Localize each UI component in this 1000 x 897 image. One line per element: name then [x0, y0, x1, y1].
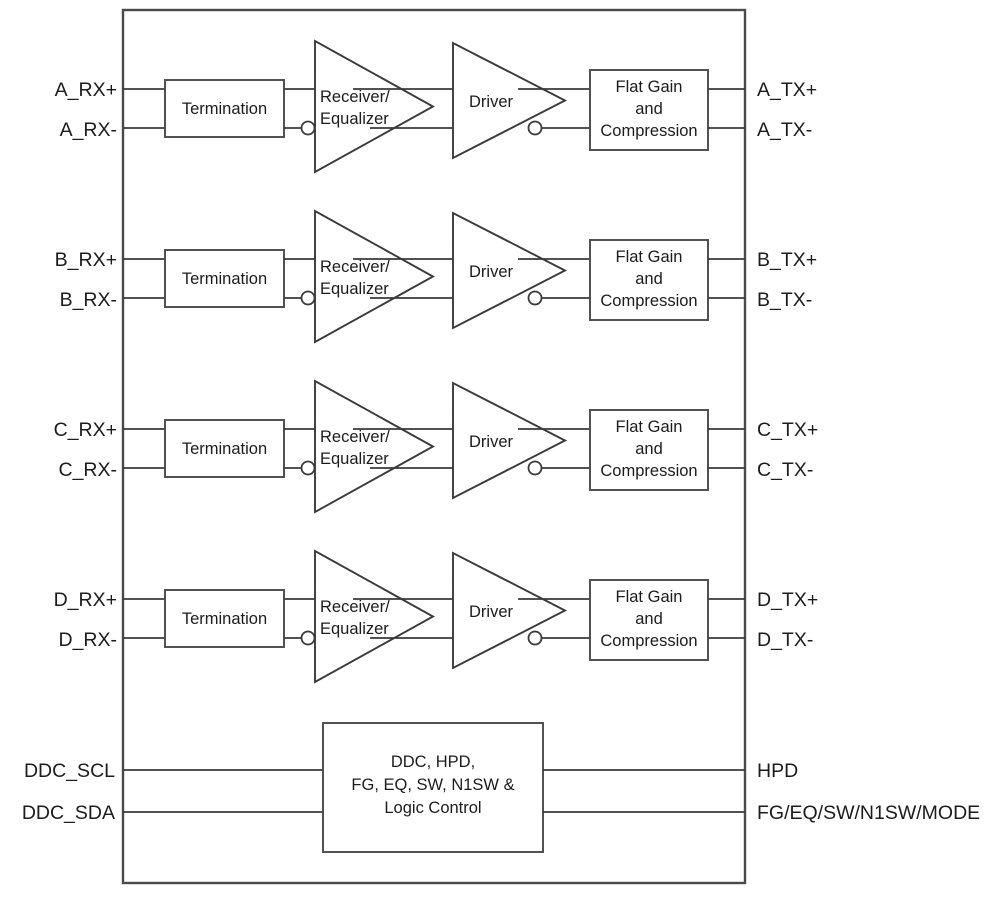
- fgc-label-a-line1: Flat Gain: [616, 78, 683, 96]
- channel-b-group: B_RX+ B_RX- Termination Receiver/ Equali…: [55, 209, 817, 344]
- fgc-label-c-line3: Compression: [600, 462, 697, 480]
- ddc-logic-control-block: [322, 722, 544, 853]
- port-label-c-rx-minus: C_RX-: [58, 459, 117, 481]
- termination-block-c: [164, 419, 285, 478]
- receiver-label-b-line1: Receiver/: [320, 258, 390, 276]
- receiver-label-a-line2: Equalizer: [320, 110, 389, 128]
- port-label-d-rx-minus: D_RX-: [58, 629, 117, 651]
- port-label-c-tx-minus: C_TX-: [757, 459, 813, 481]
- driver-block-c: [452, 381, 568, 500]
- control-label-line1: DDC, HPD,: [391, 753, 475, 771]
- fgc-label-a-line2: and: [635, 100, 663, 118]
- flat-gain-compression-block-b: [589, 239, 709, 321]
- termination-block-b: [164, 249, 285, 308]
- fgc-label-d-line2: and: [635, 610, 663, 628]
- driver-block-d: [452, 551, 568, 670]
- port-label-d-tx-plus: D_TX+: [757, 589, 818, 611]
- fgc-label-b-line1: Flat Gain: [616, 248, 683, 266]
- port-label-c-tx-plus: C_TX+: [757, 419, 818, 441]
- port-label-c-rx-plus: C_RX+: [54, 419, 117, 441]
- port-label-a-tx-minus: A_TX-: [757, 119, 812, 141]
- channel-d-group: D_RX+ D_RX- Termination Receiver/ Equali…: [54, 549, 818, 684]
- port-label-d-rx-plus: D_RX+: [54, 589, 117, 611]
- port-label-b-tx-minus: B_TX-: [757, 289, 812, 311]
- port-label-b-rx-minus: B_RX-: [60, 289, 117, 311]
- termination-label-b: Termination: [182, 270, 267, 288]
- port-label-b-tx-plus: B_TX+: [757, 249, 817, 271]
- fgc-label-d-line3: Compression: [600, 632, 697, 650]
- receiver-label-a-line1: Receiver/: [320, 88, 390, 106]
- inverting-bubble-receiver-d: [300, 630, 316, 646]
- port-label-ddc-scl: DDC_SCL: [24, 760, 115, 782]
- driver-block-b: [452, 211, 568, 330]
- channel-a-group: A_RX+ A_RX- Termination Receiver/ Equali…: [55, 39, 817, 174]
- port-label-ddc-sda: DDC_SDA: [22, 802, 115, 824]
- inverting-bubble-receiver-a: [300, 120, 316, 136]
- receiver-label-d-line2: Equalizer: [320, 620, 389, 638]
- driver-label-a: Driver: [469, 93, 514, 111]
- port-label-a-rx-plus: A_RX+: [55, 79, 117, 101]
- receiver-equalizer-block-a: [314, 39, 435, 174]
- fgc-label-d-line1: Flat Gain: [616, 588, 683, 606]
- inverting-bubble-receiver-c: [300, 460, 316, 476]
- flat-gain-compression-block-d: [589, 579, 709, 661]
- termination-label-c: Termination: [182, 440, 267, 458]
- termination-label-a: Termination: [182, 100, 267, 118]
- port-label-hpd: HPD: [757, 760, 798, 782]
- termination-block-d: [164, 589, 285, 648]
- port-label-a-rx-minus: A_RX-: [60, 119, 117, 141]
- receiver-label-c-line1: Receiver/: [320, 428, 390, 446]
- inverting-bubble-driver-b: [527, 290, 543, 306]
- fgc-label-a-line3: Compression: [600, 122, 697, 140]
- control-label-line3: Logic Control: [384, 799, 481, 817]
- receiver-equalizer-block-d: [314, 549, 435, 684]
- port-label-a-tx-plus: A_TX+: [757, 79, 817, 101]
- termination-label-d: Termination: [182, 610, 267, 628]
- receiver-equalizer-block-b: [314, 209, 435, 344]
- termination-block-a: [164, 79, 285, 138]
- receiver-label-c-line2: Equalizer: [320, 450, 389, 468]
- port-label-d-tx-minus: D_TX-: [757, 629, 813, 651]
- control-label-line2: FG, EQ, SW, N1SW &: [351, 776, 514, 794]
- inverting-bubble-driver-d: [527, 630, 543, 646]
- receiver-equalizer-block-c: [314, 379, 435, 514]
- device-outline: [121, 8, 747, 885]
- fgc-label-c-line1: Flat Gain: [616, 418, 683, 436]
- fgc-label-b-line2: and: [635, 270, 663, 288]
- driver-label-b: Driver: [469, 263, 514, 281]
- port-label-fg-eq-sw-n1sw-mode: FG/EQ/SW/N1SW/MODE: [757, 802, 980, 824]
- flat-gain-compression-block-a: [589, 69, 709, 151]
- fgc-label-b-line3: Compression: [600, 292, 697, 310]
- driver-label-c: Driver: [469, 433, 514, 451]
- driver-block-a: [452, 41, 568, 160]
- control-logic-group: DDC_SCL DDC_SDA DDC, HPD, FG, EQ, SW, N1…: [22, 722, 980, 853]
- channel-c-group: C_RX+ C_RX- Termination Receiver/ Equali…: [54, 379, 818, 514]
- port-label-b-rx-plus: B_RX+: [55, 249, 117, 271]
- receiver-label-d-line1: Receiver/: [320, 598, 390, 616]
- inverting-bubble-driver-c: [527, 460, 543, 476]
- driver-label-d: Driver: [469, 603, 514, 621]
- fgc-label-c-line2: and: [635, 440, 663, 458]
- inverting-bubble-driver-a: [527, 120, 543, 136]
- inverting-bubble-receiver-b: [300, 290, 316, 306]
- flat-gain-compression-block-c: [589, 409, 709, 491]
- receiver-label-b-line2: Equalizer: [320, 280, 389, 298]
